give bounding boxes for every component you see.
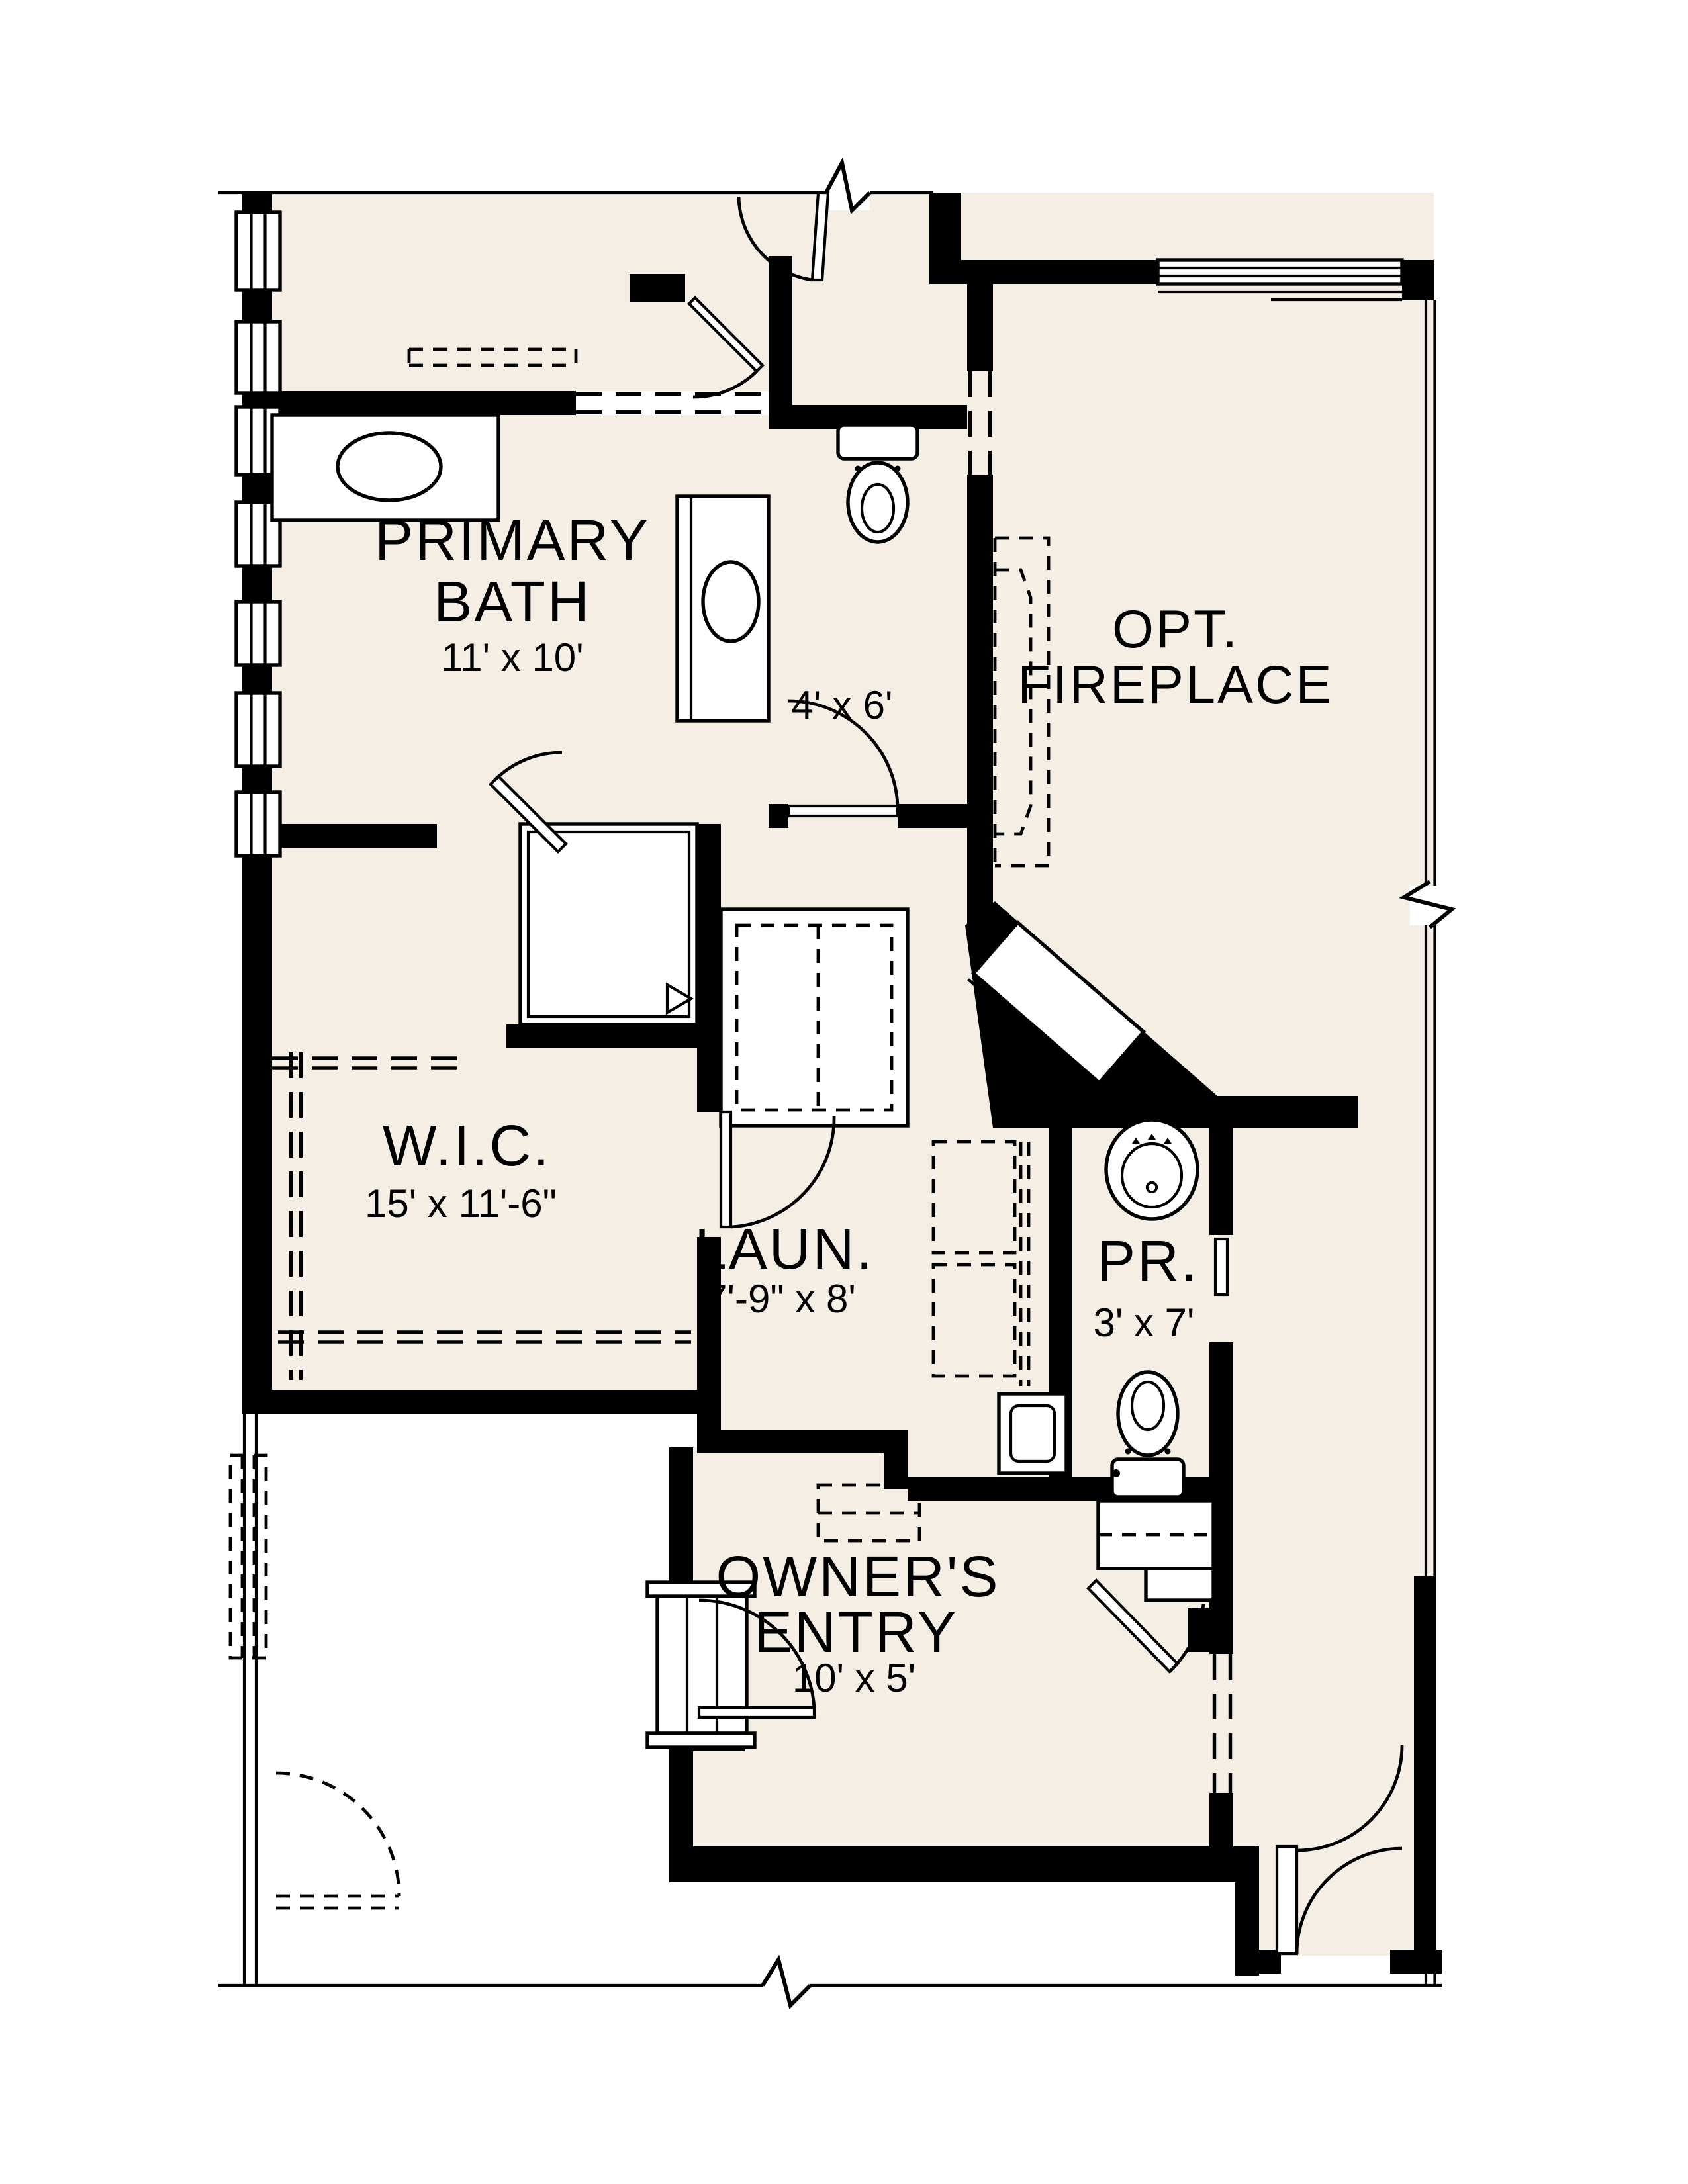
door-porch [1275,1745,1404,1956]
wall-hall-west [769,256,792,429]
vanity-right [675,494,771,723]
label-laundry: LAUN. [694,1217,874,1281]
door-owners-entry [697,1598,816,1719]
wall-bath-south-left [254,824,437,848]
label-owners-entry-line2: ENTRY [754,1600,958,1664]
entry-steps [645,1580,757,1749]
mudroom-cabinet [719,907,910,1128]
opt-bench [816,1483,921,1543]
label-opt-fireplace-line1: OPT. [1112,600,1239,659]
room-labels: PRIMARY BATH 11' x 10' 4' x 6' OPT. FIRE… [365,508,1333,1700]
wall-pr-east-lower [1209,1342,1233,1654]
dims-laundry: 7'-9" x 8' [705,1277,856,1321]
label-primary-bath-line2: BATH [434,570,591,634]
wall-top-right-corner [1402,260,1434,300]
dims-toilet-room: 4' x 6' [792,683,893,727]
laundry-counter-line [1019,1142,1031,1386]
wall-wic-south [248,1390,697,1414]
garage-opt-door [275,1771,401,1910]
door-laundry [719,1110,836,1229]
wic-rod-bottom [278,1330,691,1344]
garage-window-icon [228,1453,268,1660]
door-wc [786,699,900,818]
wall-bath-door-stub [630,274,685,302]
break-symbol-bottom [761,1954,812,2009]
toilet-icon-pr [1110,1370,1186,1499]
dims-wic: 15' x 11'-6" [365,1181,557,1226]
wall-bath-north [254,391,576,415]
wall-diagonal [965,901,1358,1128]
opt-fireplace-outline [993,536,1051,868]
pocket-door-pr [1209,1235,1233,1342]
wall-greatroom-west-lower [967,475,993,929]
vanity-top [270,413,500,522]
wic-rod-left [289,1052,303,1380]
shower-head-icon [665,982,694,1015]
wic-rod-top [272,1056,467,1070]
wall-bath-south-right [506,1024,697,1048]
door-owners-hall [1086,1578,1205,1674]
doors [489,191,1404,1956]
dryer-icon [931,1263,1017,1378]
wall-wc-south [898,804,971,828]
window-icon [234,320,282,395]
pedestal-sink-icon [1104,1117,1199,1221]
walls [242,193,1442,1976]
door-bedroom [737,191,830,282]
wall-greatroom-west-upper [967,284,993,371]
faucet-dots [1132,1134,1172,1144]
window-icon [234,210,282,292]
window-icon [234,600,282,667]
drop-zone-bench [1096,1499,1215,1602]
door-wic [489,751,568,854]
shower [518,822,699,1026]
opening-owners-east [1212,1654,1233,1793]
break-symbol-top [824,157,872,215]
wall-owners-west-upper [669,1447,693,1600]
window-icon [234,691,282,768]
wall-top-middle-block [929,193,961,284]
wall-wic-east-upper [697,824,721,1112]
break-symbol-right [1399,880,1456,929]
toilet-icon-wc [836,423,919,544]
label-opt-fireplace-line2: FIREPLACE [1017,655,1333,715]
wall-porch-west [1235,1846,1259,1976]
wall-greatroom-north [961,260,1158,284]
wall-pr-east-upper [1209,1128,1233,1235]
washer-icon [931,1140,1017,1255]
dims-owners-entry: 10' x 5' [792,1656,915,1700]
wall-laundry-south-left [697,1430,908,1453]
wall-porch-east [1414,1576,1436,1950]
exterior-outline [218,157,1456,2009]
angled-cabinet [967,920,1147,1090]
dims-powder-room: 3' x 7' [1094,1300,1195,1345]
window-icon [234,790,282,858]
label-owners-entry-line1: OWNER'S [716,1545,1000,1609]
label-wic: W.I.C. [383,1114,551,1178]
dims-primary-bath: 11' x 10' [441,635,583,680]
wall-owners-south [669,1846,1235,1882]
opt-shelf [407,347,578,367]
door-bath-entry [687,296,765,399]
great-room-window-icon [1156,258,1404,302]
label-powder-room: PR. [1097,1229,1199,1293]
optional-dashed-elements [228,347,1233,1910]
label-primary-bath-line1: PRIMARY [375,508,650,572]
laundry-sink-icon [997,1392,1068,1475]
